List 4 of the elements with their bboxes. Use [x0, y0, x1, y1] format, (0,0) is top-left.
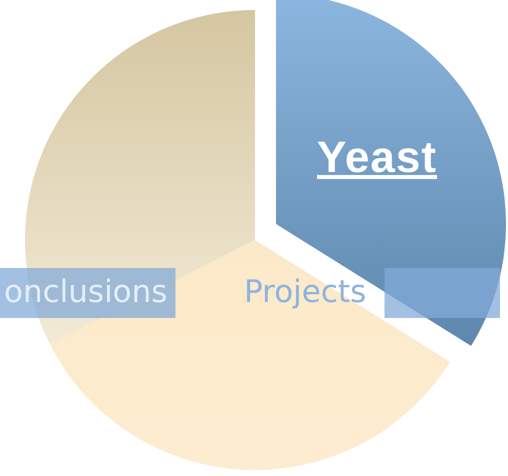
slice-title: Yeast — [317, 133, 437, 183]
band-label: onclusions — [4, 274, 168, 310]
band-label: Projects — [244, 274, 366, 310]
label-band — [0, 268, 500, 318]
